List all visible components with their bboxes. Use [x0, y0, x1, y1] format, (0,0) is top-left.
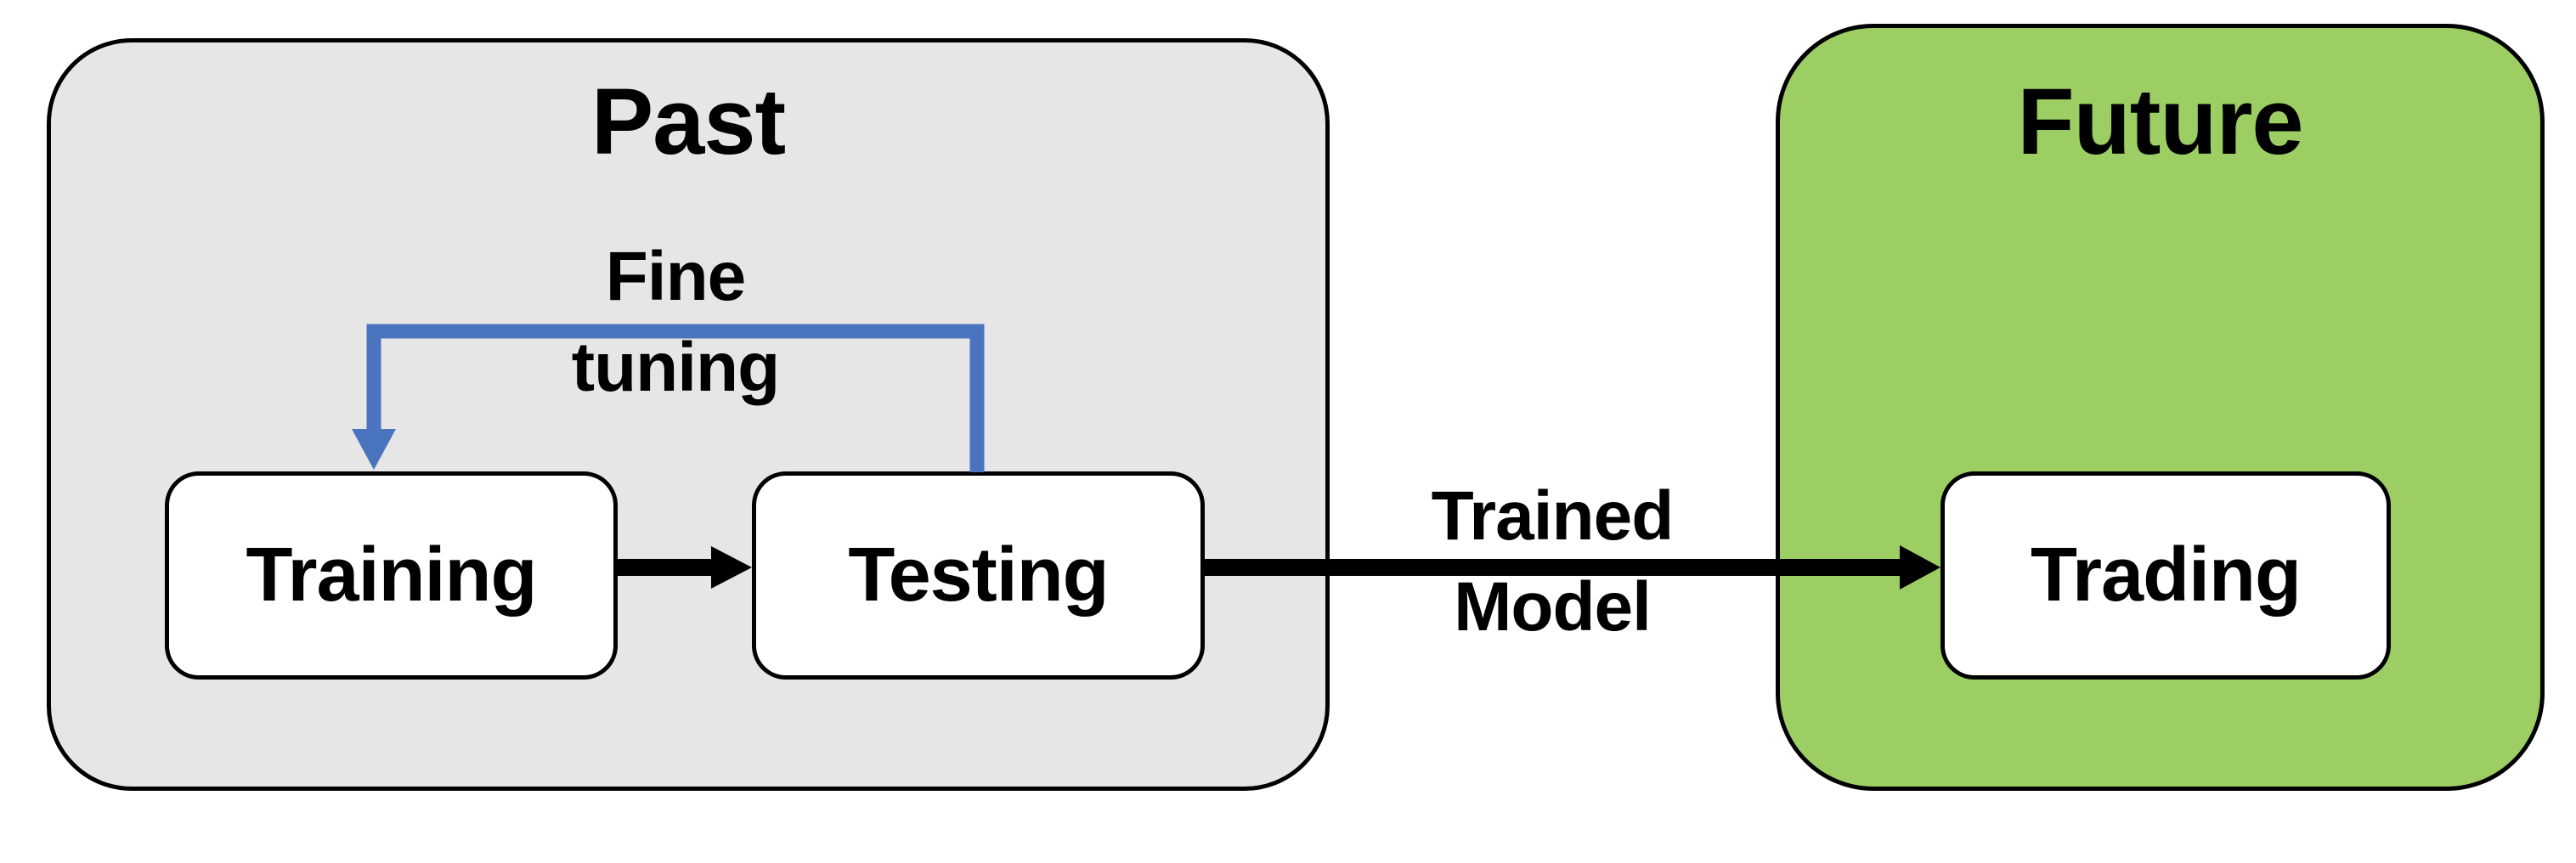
- trading-node-label: Trading: [2030, 533, 2302, 618]
- fine-tuning-label: Fine tuning: [421, 231, 930, 413]
- training-node: Training: [165, 471, 618, 680]
- trained-model-label-line2: Model: [1454, 568, 1652, 646]
- testing-node: Testing: [752, 471, 1205, 680]
- trading-node: Trading: [1940, 471, 2391, 680]
- testing-node-label: Testing: [848, 533, 1109, 618]
- training-node-label: Training: [246, 533, 537, 618]
- past-title: Past: [590, 70, 786, 174]
- future-title: Future: [2017, 70, 2303, 174]
- trained-model-label: Trained Model: [1297, 471, 1807, 652]
- fine-tuning-label-line1: Fine: [605, 238, 747, 315]
- trained-model-label-line1: Trained: [1431, 477, 1675, 555]
- fine-tuning-label-line2: tuning: [571, 329, 780, 406]
